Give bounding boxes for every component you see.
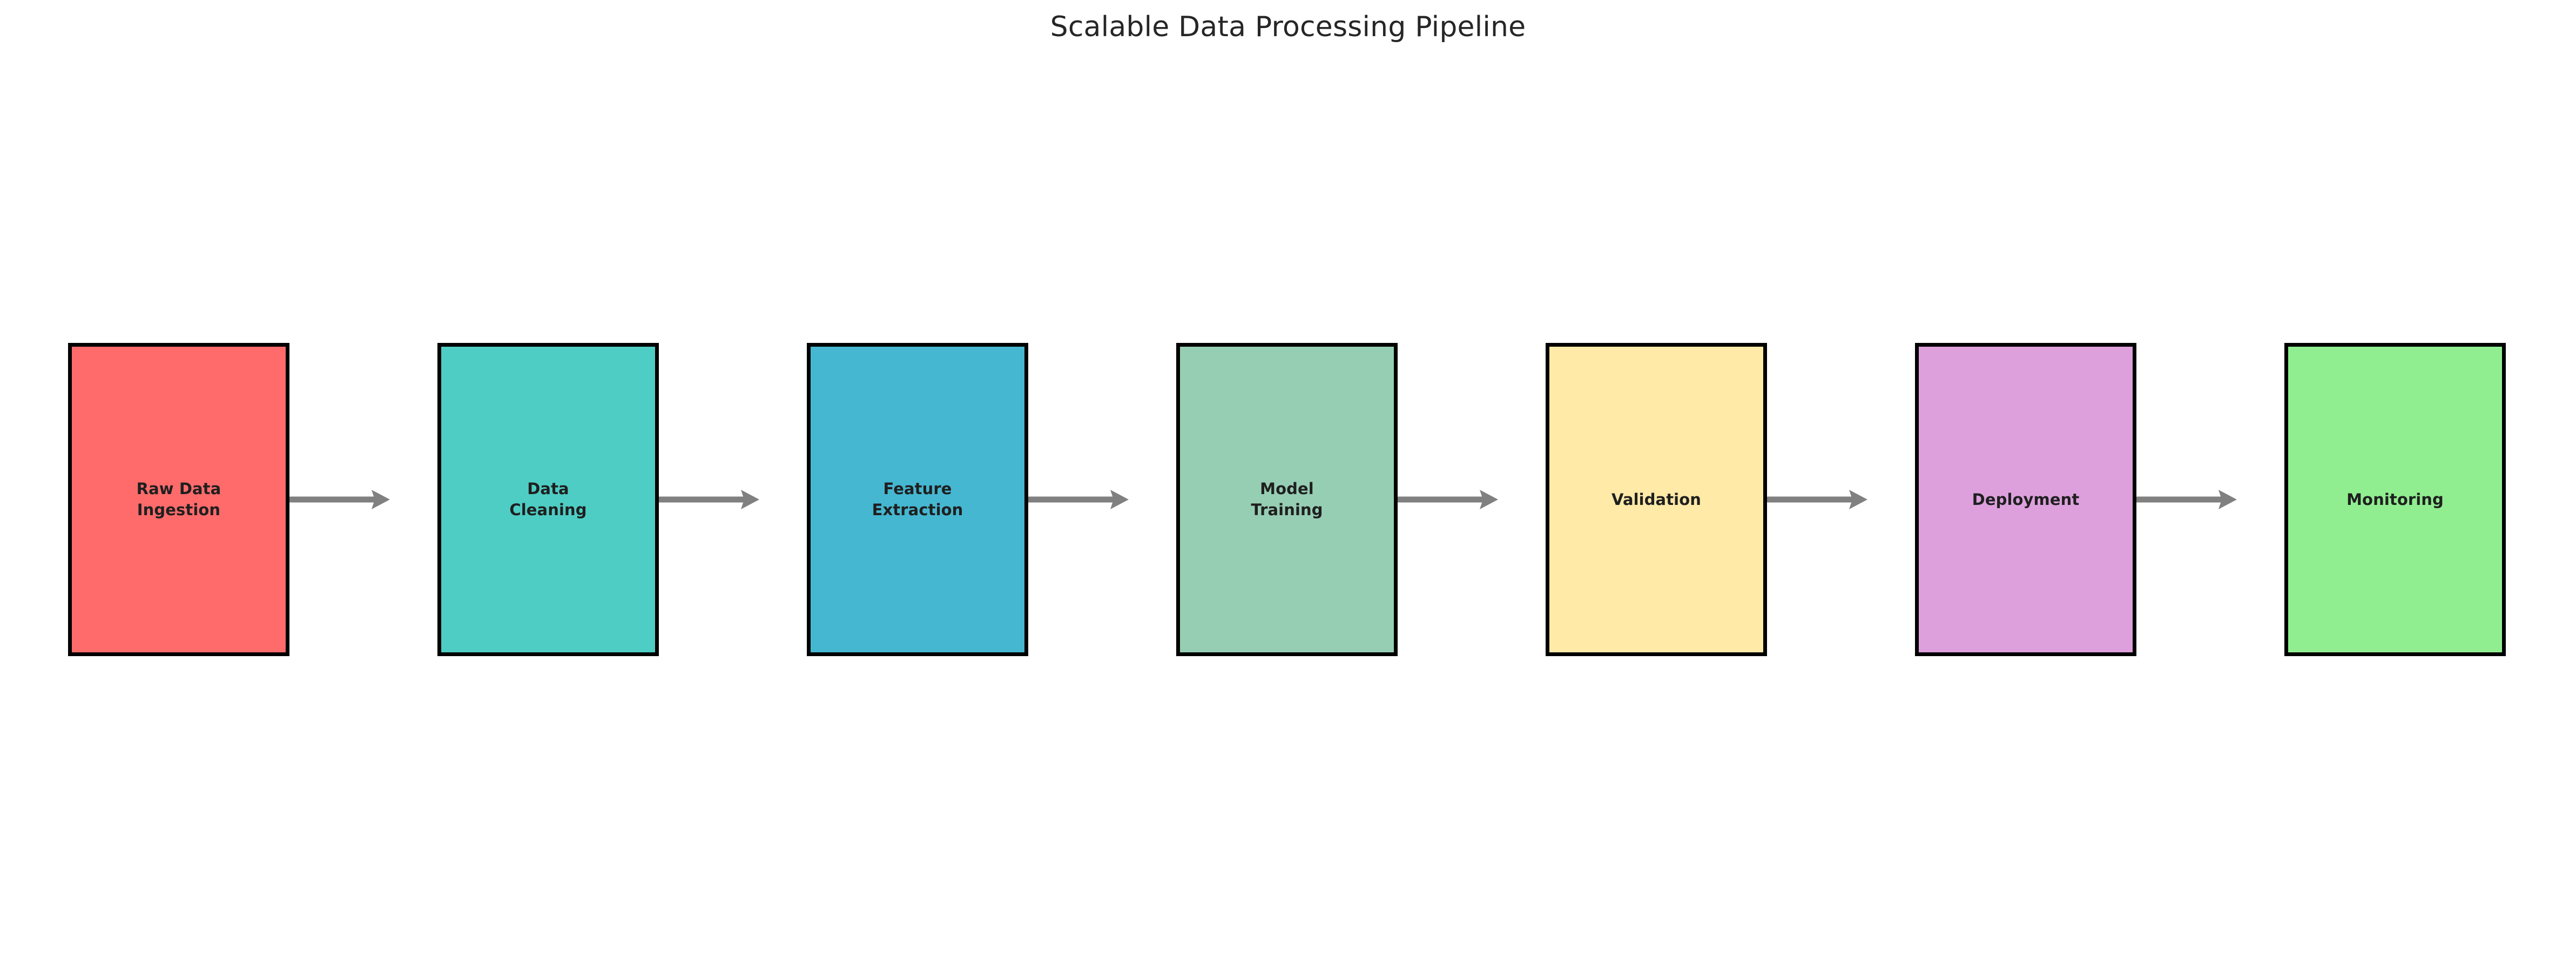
flow-arrow-6 [2136, 483, 2238, 516]
stage-node-data-cleaning[interactable]: Data Cleaning [437, 343, 659, 656]
flow-arrow-1 [289, 483, 391, 516]
stage-node-deployment[interactable]: Deployment [1915, 343, 2136, 656]
stage-label-monitoring: Monitoring [2346, 490, 2444, 509]
stage-node-validation[interactable]: Validation [1546, 343, 1767, 656]
flow-arrow-5 [1767, 483, 1869, 516]
stage-label-feature-extraction: Feature Extraction [872, 480, 963, 519]
stage-label-validation: Validation [1611, 490, 1701, 509]
stage-label-deployment: Deployment [1972, 490, 2080, 509]
stage-label-model-training: Model Training [1251, 480, 1323, 519]
stage-node-monitoring[interactable]: Monitoring [2284, 343, 2506, 656]
stage-node-feature-extraction[interactable]: Feature Extraction [807, 343, 1028, 656]
pipeline-flow: Raw Data Ingestion Data Cleaning Feature… [68, 343, 2507, 656]
stage-label-data-cleaning: Data Cleaning [509, 480, 587, 519]
page-title: Scalable Data Processing Pipeline [1050, 11, 1526, 43]
flow-arrow-4 [1398, 483, 1499, 516]
stage-node-model-training[interactable]: Model Training [1176, 343, 1398, 656]
flow-arrow-3 [1028, 483, 1130, 516]
stage-node-raw-data-ingestion[interactable]: Raw Data Ingestion [68, 343, 289, 656]
stage-label-raw-data-ingestion: Raw Data Ingestion [136, 480, 221, 519]
flow-arrow-2 [659, 483, 760, 516]
